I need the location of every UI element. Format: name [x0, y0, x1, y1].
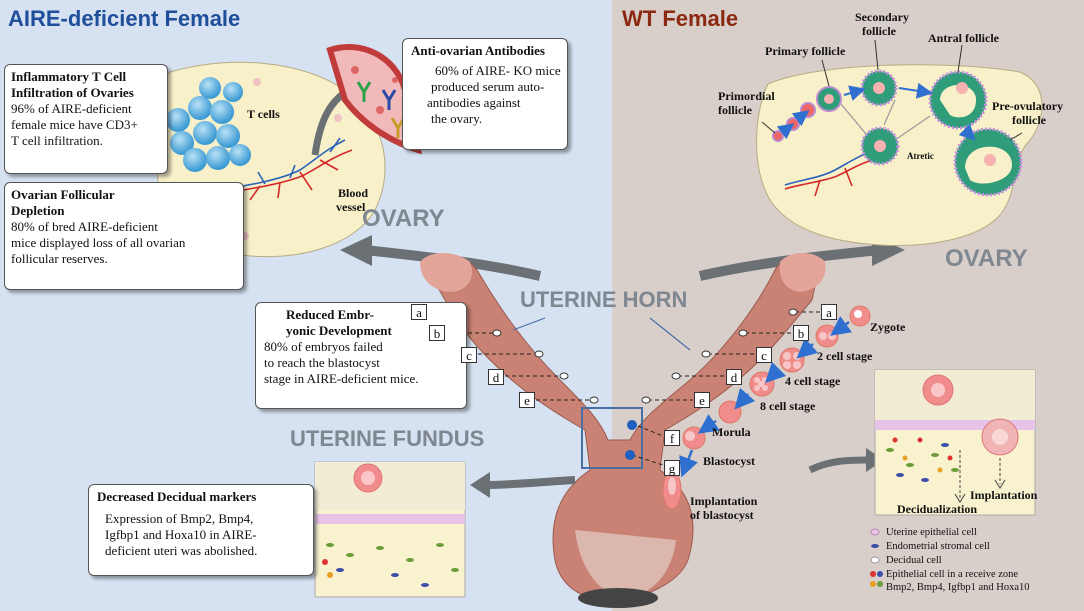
right-ovary-illustration [756, 39, 1043, 246]
legend-icons [870, 528, 883, 587]
antibodies-box: Anti-ovarian Antibodies 60% of AIRE- KO … [402, 38, 568, 150]
embryonic-box: Reduced Embr- yonic Development 80% of e… [255, 302, 467, 409]
depletion-text-2: mice displayed loss of all ovarian [11, 235, 186, 250]
antibodies-text-3: antibodies against [427, 95, 521, 110]
embryonic-text-2: to reach the blastocyst [264, 355, 380, 370]
left-marker-c: c [461, 347, 477, 363]
stage-morula: Morula [712, 425, 751, 439]
left-marker-a: a [411, 304, 427, 320]
legend-stromal: Endometrial stromal cell [886, 541, 990, 552]
right-marker-d: d [726, 369, 742, 385]
decidual-text-2: Igfbp1 and Hoxa10 in AIRE- [105, 527, 257, 542]
follicle-antral: Antral follicle [928, 31, 999, 45]
right-marker-f: f [664, 430, 680, 446]
implantation-label: Implantation [970, 488, 1038, 502]
embryonic-text-1: 80% of embryos failed [264, 339, 383, 354]
uterine-horn-label: UTERINE HORN [520, 287, 688, 312]
right-marker-b: b [793, 325, 809, 341]
stage-implantation-1: Implantation [690, 494, 758, 508]
right-marker-g: g [664, 460, 680, 476]
decidual-heading: Decreased Decidual markers [97, 489, 257, 504]
antibodies-heading: Anti-ovarian Antibodies [411, 43, 545, 58]
left-marker-d: d [488, 369, 504, 385]
left-decidual-inset [314, 461, 466, 598]
embryonic-heading-1: Reduced Embr- [286, 307, 374, 322]
blood-vessel-label-2: vessel [336, 200, 366, 214]
right-panel-title: WT Female [622, 6, 739, 31]
legend-uterine-epithelial: Uterine epithelial cell [886, 527, 977, 538]
right-implantation-inset [874, 369, 1036, 516]
t-cells-label: T cells [247, 107, 280, 121]
depletion-heading-1: Ovarian Follicular [11, 187, 115, 202]
left-marker-e: e [519, 392, 535, 408]
t-cell-cluster [166, 77, 251, 172]
uterus-illustration [420, 253, 826, 608]
right-marker-c: c [756, 347, 772, 363]
right-marker-a: a [821, 304, 837, 320]
inflammatory-heading-2: Infiltration of Ovaries [11, 85, 134, 100]
antibodies-text-2: produced serum auto- [431, 79, 545, 94]
follicle-secondary-2: follicle [862, 24, 896, 38]
inflammatory-text-2: female mice have CD3+ [11, 117, 138, 132]
depletion-box: Ovarian Follicular Depletion 80% of bred… [4, 182, 244, 290]
legend-markers: Bmp2, Bmp4, Igfbp1 and Hoxa10 [886, 582, 1030, 593]
legend-decidual: Decidual cell [886, 555, 942, 566]
follicle-primordial-2: follicle [718, 103, 752, 117]
follicle-preovulatory-1: Pre-ovulatory [992, 99, 1064, 113]
stage-implantation-2: of blastocyst [690, 508, 754, 522]
right-marker-e: e [694, 392, 710, 408]
decidual-box: Decreased Decidual markers Expression of… [88, 484, 314, 576]
depletion-text-1: 80% of bred AIRE-deficient [11, 219, 158, 234]
antibodies-text-4: the ovary. [431, 111, 483, 126]
left-marker-b: b [429, 325, 445, 341]
depletion-text-3: follicular reserves. [11, 251, 108, 266]
inflammatory-text-3: T cell infiltration. [11, 133, 103, 148]
decidual-text-1: Expression of Bmp2, Bmp4, [105, 511, 254, 526]
decidualization-label: Decidualization [897, 502, 977, 516]
stage-2-cell: 2 cell stage [817, 349, 873, 363]
follicle-primary: Primary follicle [765, 44, 846, 58]
stage-8-cell: 8 cell stage [760, 399, 816, 413]
uterine-fundus-label: UTERINE FUNDUS [290, 426, 485, 451]
inflammatory-box: Inflammatory T Cell Infiltration of Ovar… [4, 64, 168, 174]
embryonic-text-3: stage in AIRE-deficient mice. [264, 371, 419, 386]
ovary-label-left: OVARY [362, 205, 445, 232]
antibodies-text-1: 60% of AIRE- KO mice [435, 63, 561, 78]
inflammatory-heading-1: Inflammatory T Cell [11, 69, 127, 84]
follicle-primordial-1: Primordial [718, 89, 775, 103]
follicles [772, 69, 1023, 197]
follicle-preovulatory-2: follicle [1012, 113, 1046, 127]
depletion-heading-2: Depletion [11, 203, 65, 218]
follicle-atretic: Atretic [907, 151, 934, 161]
stage-zygote: Zygote [870, 320, 906, 334]
decidual-text-3: deficient uteri was abolished. [105, 543, 258, 558]
left-panel-title: AIRE-deficient Female [8, 6, 241, 31]
stage-4-cell: 4 cell stage [785, 374, 841, 388]
stage-blastocyst: Blastocyst [703, 454, 755, 468]
blood-vessel-label-1: Blood [338, 186, 369, 200]
inflammatory-text-1: 96% of AIRE-deficient [11, 101, 132, 116]
follicle-secondary-1: Secondary [855, 10, 909, 24]
embryonic-heading-2: yonic Development [286, 323, 392, 338]
legend-receive-zone: Epithelial cell in a receive zone [886, 569, 1019, 580]
ovary-label-right: OVARY [945, 245, 1028, 272]
